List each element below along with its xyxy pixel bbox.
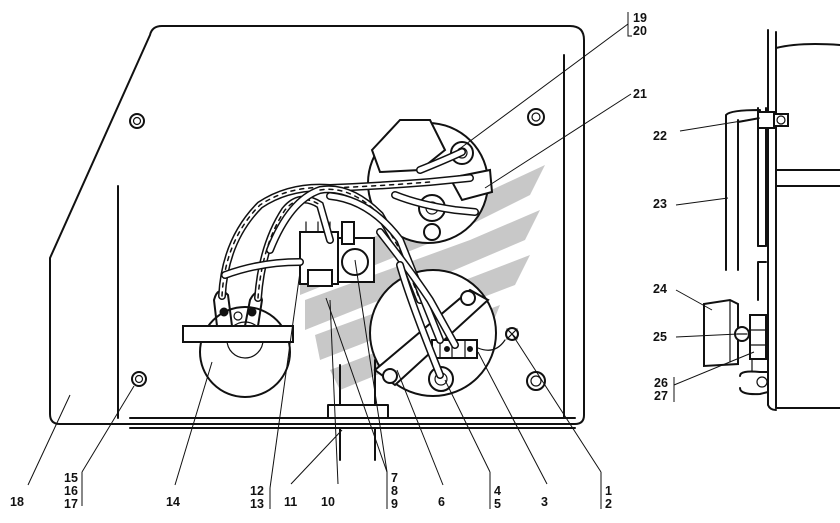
side-view: [703, 29, 840, 411]
callout-5: 5: [494, 497, 501, 511]
main-panel: [49, 25, 585, 461]
callout-26: 26: [654, 376, 668, 390]
callout-24: 24: [653, 282, 667, 296]
screw-bottom-left: [131, 371, 147, 387]
screw-top-right: [527, 108, 545, 126]
callout-6: 6: [438, 495, 445, 509]
terminal-block-8: [337, 221, 375, 283]
callout-9: 9: [391, 497, 398, 511]
callout-19: 19: [633, 11, 647, 25]
callout-16: 16: [64, 484, 78, 498]
callout-4: 4: [494, 484, 501, 498]
callout-18: 18: [10, 495, 24, 509]
callout-27: 27: [654, 389, 668, 403]
callout-1: 1: [605, 484, 612, 498]
callout-2: 2: [605, 497, 612, 511]
meter-14: [182, 290, 294, 398]
callout-8: 8: [391, 484, 398, 498]
callout-25: 25: [653, 330, 667, 344]
leader-lines: [27, 12, 761, 509]
callout-12: 12: [250, 484, 264, 498]
callout-7: 7: [391, 471, 398, 485]
callout-22: 22: [653, 129, 667, 143]
callout-11: 11: [284, 495, 297, 509]
callout-15: 15: [64, 471, 78, 485]
wire-harness: [218, 148, 479, 379]
callout-10: 10: [321, 495, 335, 509]
callout-20: 20: [633, 24, 647, 38]
callout-23: 23: [653, 197, 667, 211]
callout-21: 21: [633, 87, 647, 101]
terminal-block-12: [299, 221, 339, 287]
callout-13: 13: [250, 497, 264, 511]
callout-3: 3: [541, 495, 548, 509]
callout-labels: 19 20 21 22 23 24 25 26 27 18 15 16 17 1…: [10, 11, 668, 511]
callout-14: 14: [166, 495, 180, 509]
screw-top-left: [129, 113, 145, 129]
callout-17: 17: [64, 497, 78, 511]
